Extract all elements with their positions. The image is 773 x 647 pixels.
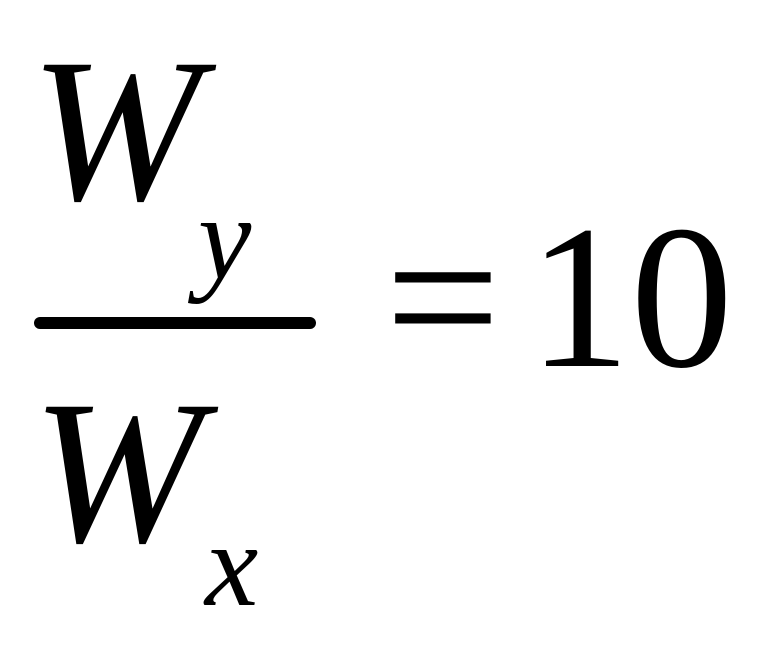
denominator-variable: W bbox=[32, 359, 203, 586]
equals-sign: = bbox=[385, 184, 501, 411]
numerator-subscript: y bbox=[198, 171, 252, 304]
result-value: 10 bbox=[528, 184, 733, 411]
fraction-bar bbox=[34, 317, 316, 329]
denominator-subscript: x bbox=[205, 498, 259, 631]
numerator-variable: W bbox=[30, 17, 201, 244]
